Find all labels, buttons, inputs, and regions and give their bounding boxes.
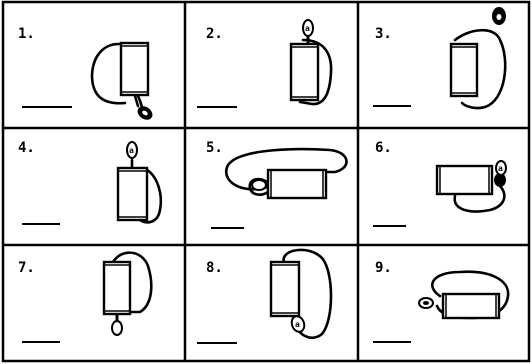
cell-number-4: 4. (18, 140, 35, 156)
cell-number-6: 6. (375, 140, 392, 156)
cell-7: 7. (18, 253, 151, 342)
svg-text:a: a (305, 24, 310, 33)
cell-number-1: 1. (18, 26, 35, 42)
cell-number-3: 3. (375, 26, 392, 42)
padlock-icon-7 (112, 321, 122, 335)
cell-9: 9. (373, 260, 508, 342)
block-4 (118, 168, 147, 220)
block-1 (121, 43, 148, 95)
cell-4: 4. a (18, 140, 161, 224)
cell-2: 2. a (197, 20, 331, 107)
cell-1: 1. (18, 26, 154, 121)
block-8 (271, 262, 299, 316)
svg-text:a: a (498, 164, 503, 173)
block-3 (451, 44, 477, 96)
cell-number-2: 2. (206, 26, 223, 42)
cell-number-5: 5. (206, 140, 223, 156)
svg-text:a: a (129, 146, 134, 155)
block-5 (268, 170, 326, 198)
cell-number-7: 7. (18, 260, 35, 276)
block-6 (437, 166, 492, 194)
block-2 (291, 44, 318, 100)
cell-3: 3. (373, 8, 505, 108)
cell-number-9: 9. (375, 260, 392, 276)
cell-number-8: 8. (206, 260, 223, 276)
cell-5: 5. (206, 140, 346, 228)
padlock-icon-5 (252, 180, 266, 190)
block-9 (443, 294, 499, 318)
svg-text:a: a (295, 320, 300, 329)
block-7 (104, 262, 130, 314)
cell-8: 8. a (197, 250, 331, 343)
cell-6: 6. a (373, 140, 506, 226)
